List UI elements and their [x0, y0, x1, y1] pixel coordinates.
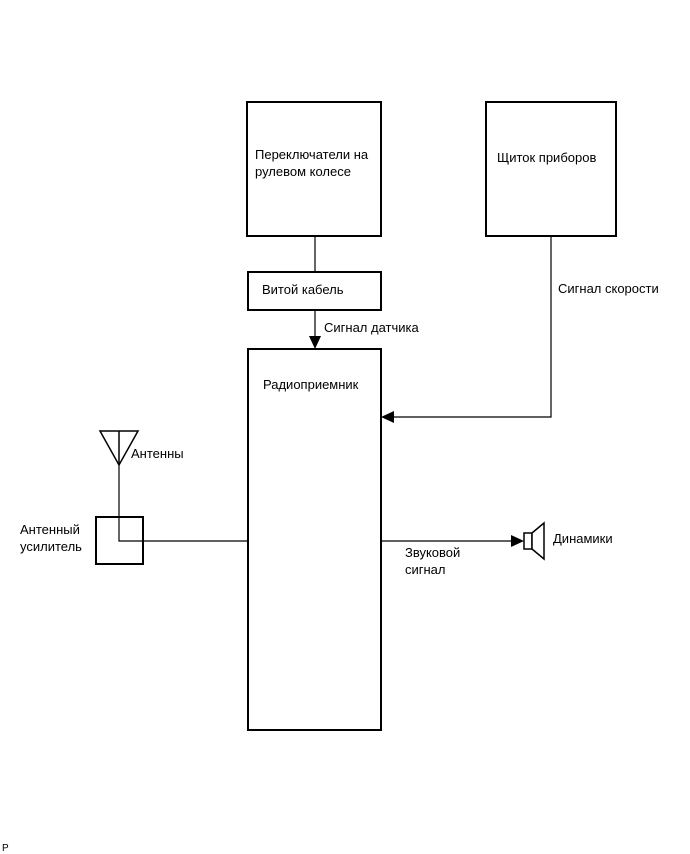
steering-switches-label-line2: рулевом колесе: [255, 164, 351, 179]
combination-meter-block: Щиток приборов: [485, 101, 617, 237]
audio-signal-arrow: [511, 535, 524, 547]
speaker-icon: [523, 521, 545, 561]
speed-signal-wire: [392, 236, 552, 418]
antenna-amplifier-label-line1: Антенный: [20, 522, 80, 537]
sensor-signal-arrow: [309, 336, 321, 349]
antenna-label: Антенны: [131, 446, 184, 461]
antenna-amplifier-label-line2: усилитель: [20, 539, 82, 554]
spiral-cable-block: Витой кабель: [247, 271, 382, 311]
corner-mark: P: [2, 843, 9, 854]
radio-receiver-block: Радиоприемник: [247, 348, 382, 731]
antenna-to-radio-wire: [118, 465, 248, 542]
sensor-signal-label: Сигнал датчика: [324, 320, 419, 335]
steering-switches-block: Переключатели на рулевом колесе: [246, 101, 382, 237]
antenna-icon: [98, 430, 140, 467]
radio-receiver-label: Радиоприемник: [263, 377, 359, 392]
spiral-cable-label: Витой кабель: [262, 282, 344, 297]
speed-signal-label: Сигнал скорости: [558, 281, 659, 296]
audio-signal-label-line1: Звуковой: [405, 545, 460, 560]
audio-signal-label-line2: сигнал: [405, 562, 446, 577]
antenna-amplifier-block: [95, 516, 144, 565]
speakers-label: Динамики: [553, 531, 613, 546]
speed-signal-arrow: [381, 411, 394, 423]
steering-switches-label-line1: Переключатели на: [255, 147, 369, 162]
combination-meter-label: Щиток приборов: [497, 150, 596, 165]
